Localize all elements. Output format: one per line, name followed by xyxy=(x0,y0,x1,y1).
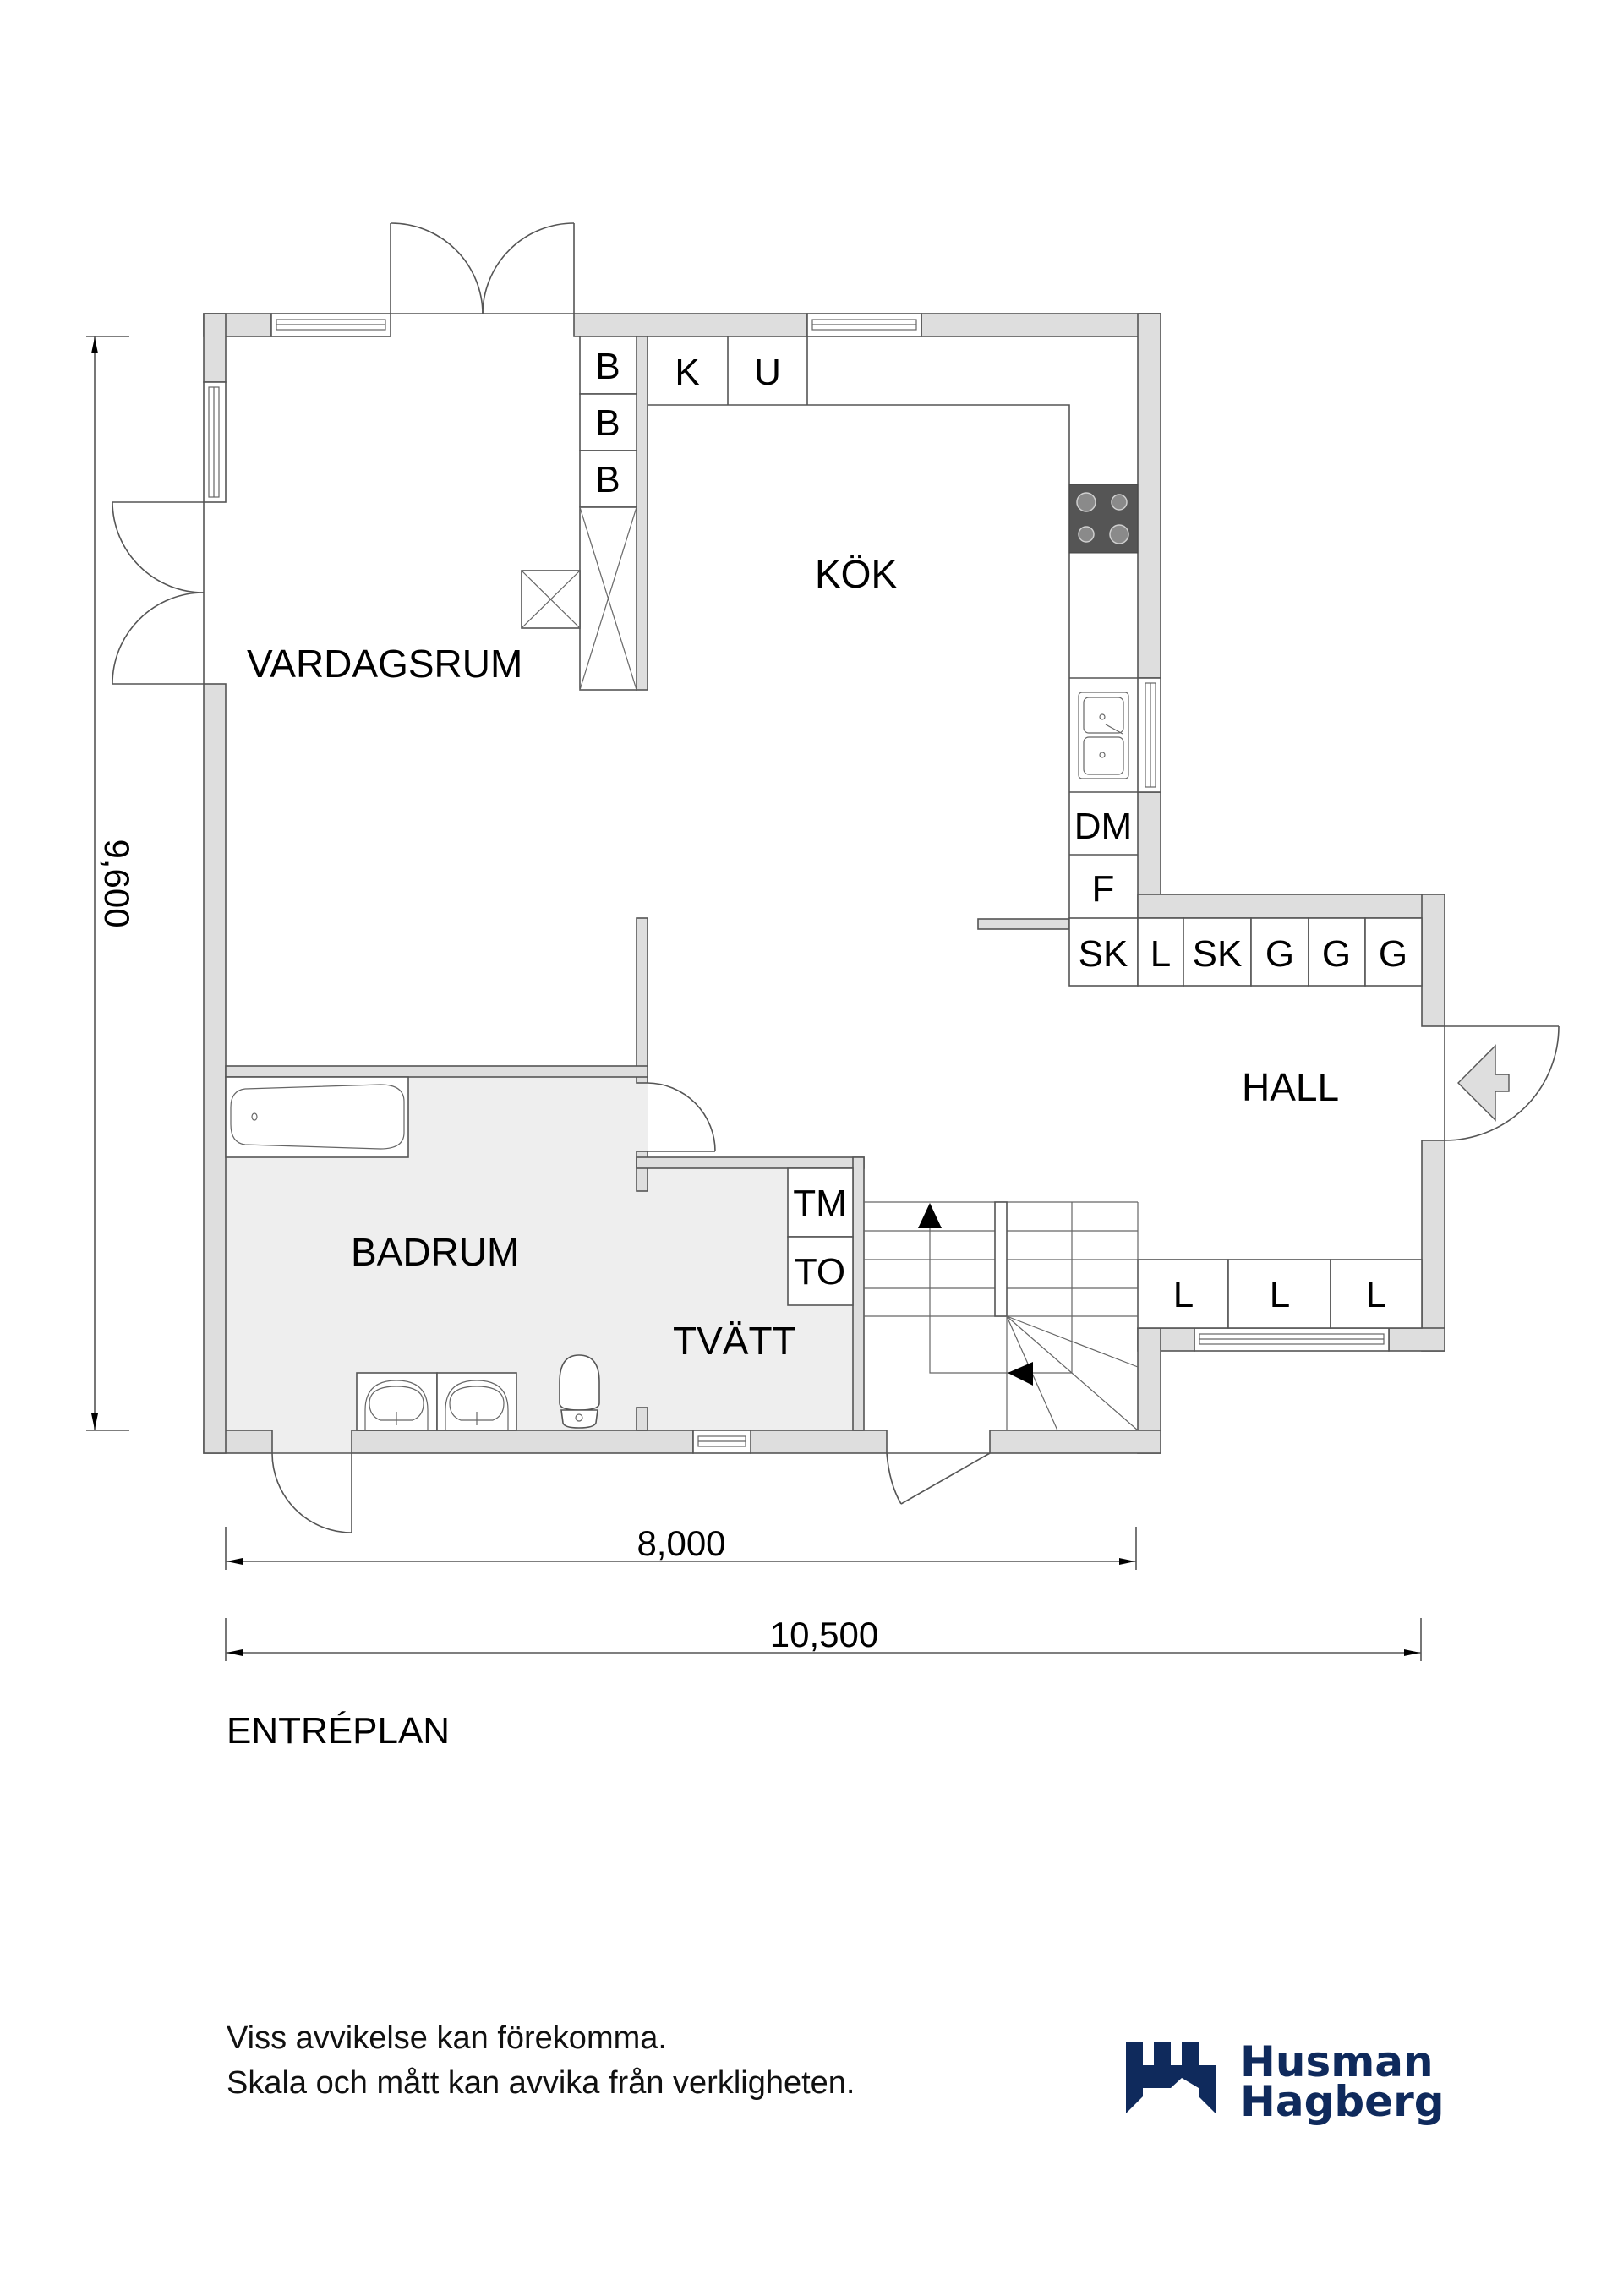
window-kitchen-right xyxy=(1137,677,1161,793)
french-door-living-left xyxy=(112,501,205,685)
french-door-living-top xyxy=(390,222,575,314)
cabinet-label: TO xyxy=(795,1251,845,1293)
disclaimer-line-1: Viss avvikelse kan förekomma. xyxy=(227,2020,667,2056)
window-living-left xyxy=(203,381,227,503)
bathtub-icon xyxy=(225,1076,409,1158)
window-living-top xyxy=(270,313,391,337)
cabinet-label: L xyxy=(1270,1274,1290,1315)
cabinet-label: SK xyxy=(1193,933,1243,975)
dimension-height: 9,600 xyxy=(86,336,137,1431)
dimension-height-label: 9,600 xyxy=(97,839,137,927)
logo-text-line1: Husman xyxy=(1240,2037,1434,2086)
cabinet-label: TM xyxy=(793,1183,847,1224)
dimension-width-inner-label: 8,000 xyxy=(637,1523,725,1563)
windows xyxy=(203,313,1390,1454)
cabinet-label: L xyxy=(1366,1274,1386,1315)
cabinet-label: G xyxy=(1322,933,1351,975)
plan-title: ENTRÉPLAN xyxy=(227,1710,450,1752)
cabinet-label: B xyxy=(595,346,620,387)
dimension-width-inner: 8,000 xyxy=(225,1523,1137,1570)
laundry-appliances: TM TO xyxy=(787,1167,854,1306)
dimension-width-total: 10,500 xyxy=(225,1615,1422,1661)
wardrobe xyxy=(579,506,637,691)
door-bathroom-interior xyxy=(647,1082,716,1152)
dimension-width-total-label: 10,500 xyxy=(770,1615,878,1654)
door-hall-entrance[interactable] xyxy=(1444,1025,1560,1141)
living-storage: B B B xyxy=(521,336,637,691)
cabinet-label: L xyxy=(1173,1274,1194,1315)
logo-mark-icon xyxy=(1126,2042,1216,2113)
stairs-icon xyxy=(864,1201,1139,1431)
hall-cabinets-bottom: L L L xyxy=(1137,1259,1423,1329)
entrance-arrow-icon xyxy=(1457,1044,1510,1122)
wet-room-floor xyxy=(226,1077,853,1453)
cabinet-label: L xyxy=(1150,933,1171,975)
cabinet-label: F xyxy=(1092,868,1115,910)
logo-text-line2: Hagberg xyxy=(1240,2077,1445,2126)
cabinet-label: B xyxy=(595,402,620,444)
cabinet-label: G xyxy=(1265,933,1294,975)
fireplace-icon xyxy=(521,570,581,629)
door-bathroom-exterior xyxy=(271,1452,352,1533)
disclaimer-line-2: Skala och mått kan avvika från verklighe… xyxy=(227,2065,855,2101)
brand-logo: Husman Hagberg xyxy=(1126,2037,1445,2126)
stove-icon xyxy=(1068,484,1139,554)
cabinet-label: SK xyxy=(1079,933,1128,975)
kitchen-counters: K U DM F xyxy=(648,336,1139,918)
window-hall-bottom xyxy=(1194,1327,1390,1352)
cabinet-label: DM xyxy=(1074,806,1132,847)
toilet-icon xyxy=(559,1354,600,1429)
cabinet-label: K xyxy=(675,352,699,393)
washbasin-icon xyxy=(356,1372,517,1431)
walls xyxy=(203,313,1445,1454)
kitchen-sink-icon xyxy=(1078,692,1129,779)
room-label-vardagsrum: VARDAGSRUM xyxy=(247,642,522,686)
hall-cabinets-top: SK L SK G G G xyxy=(1068,917,1423,987)
room-label-hall: HALL xyxy=(1242,1065,1339,1109)
window-kitchen-top xyxy=(806,313,922,337)
cabinet-label: U xyxy=(754,352,781,393)
room-label-badrum: BADRUM xyxy=(351,1230,519,1274)
room-label-tvatt: TVÄTT xyxy=(673,1319,796,1363)
cabinet-label: B xyxy=(595,459,620,500)
cabinet-label: G xyxy=(1379,933,1407,975)
door-stairs-exterior xyxy=(886,1452,991,1505)
doors xyxy=(112,222,1560,1533)
window-tvatt-bottom xyxy=(692,1430,751,1454)
room-label-kok: KÖK xyxy=(815,552,897,596)
